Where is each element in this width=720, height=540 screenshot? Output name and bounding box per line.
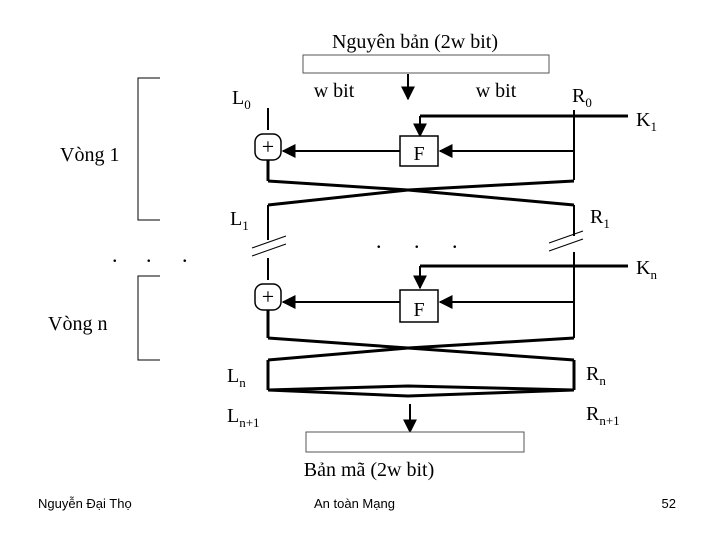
footer-page: 52 xyxy=(662,496,676,511)
plaintext-register xyxy=(302,54,550,74)
ciphertext-label: Bản mã (2w bit) xyxy=(304,459,435,481)
cross-nb xyxy=(267,336,575,362)
cross-1b xyxy=(267,179,575,207)
r0-label: R0 xyxy=(572,85,592,110)
ellipsis-left-2: . xyxy=(146,242,152,267)
footer-course: An toàn Mạng xyxy=(314,496,395,511)
ellipsis-left-1: . xyxy=(112,242,118,267)
l0-label: L0 xyxy=(232,87,251,112)
r1-break-b xyxy=(548,238,584,252)
l1-break-a xyxy=(251,235,287,249)
f-box-n xyxy=(399,289,439,323)
right-half-label: w bit xyxy=(476,80,517,102)
rn-label: Rn xyxy=(586,363,606,388)
kn-label: Kn xyxy=(636,257,657,282)
f-box-n-label: F xyxy=(413,299,424,321)
roundn-label: Vòng n xyxy=(48,313,107,335)
f-box-1-label: F xyxy=(413,143,424,165)
plaintext-label: Nguyên bản (2w bit) xyxy=(332,31,498,53)
ln1-label: Ln+1 xyxy=(227,405,260,430)
xor-n-symbol: + xyxy=(262,284,274,309)
round1-bracket xyxy=(137,77,160,221)
l1-break-b xyxy=(251,243,287,257)
ellipsis-mid-2: . xyxy=(414,228,420,253)
rn1-label: Rn+1 xyxy=(586,403,620,428)
round1-label: Vòng 1 xyxy=(60,144,119,166)
roundn-bracket xyxy=(137,275,160,361)
k1-label: K1 xyxy=(636,109,657,134)
ellipsis-mid-1: . xyxy=(376,228,382,253)
ln-label: Ln xyxy=(227,365,246,390)
final-join-b xyxy=(267,388,575,398)
xor-1-symbol: + xyxy=(262,134,274,159)
ellipsis-left-3: . xyxy=(182,242,188,267)
ellipsis-mid-3: . xyxy=(452,228,458,253)
l1-label: L1 xyxy=(230,208,249,233)
left-half-label: w bit xyxy=(314,80,355,102)
final-join-a xyxy=(267,384,575,392)
r1-label: R1 xyxy=(590,206,610,231)
r1-break-a xyxy=(548,230,584,244)
footer-author: Nguyễn Đại Thọ xyxy=(38,496,132,511)
ciphertext-register xyxy=(305,431,525,453)
